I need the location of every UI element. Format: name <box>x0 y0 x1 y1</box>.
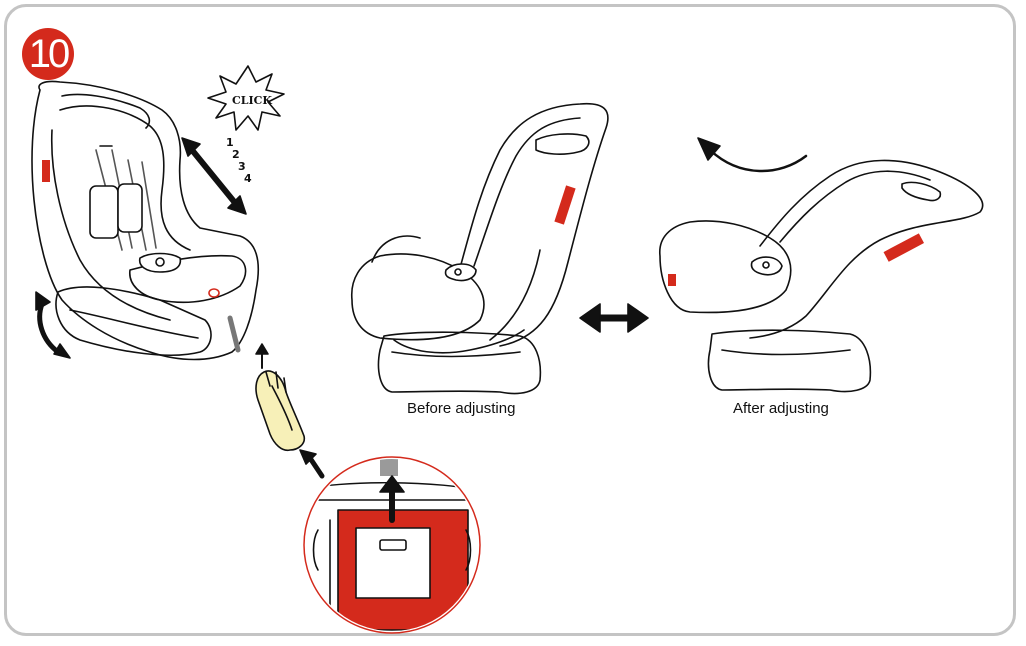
click-starburst-icon: CLICK <box>208 66 284 130</box>
glove-hand-icon <box>256 371 304 450</box>
small-up-arrow-icon <box>256 344 268 368</box>
car-seat-after <box>660 160 983 391</box>
curved-arrow-icon <box>698 138 806 171</box>
rotate-arrow-icon <box>36 292 70 358</box>
caption-after: After adjusting <box>733 400 829 417</box>
caption-before: Before adjusting <box>407 400 515 417</box>
car-seat-before <box>352 104 608 394</box>
car-seat-left <box>32 81 258 359</box>
zoom-circle-icon <box>300 452 486 633</box>
position-4: 4 <box>244 172 252 185</box>
double-arrow-icon <box>580 304 648 332</box>
zoom-arrow-icon <box>300 450 322 476</box>
recline-positions: 1 2 3 4 <box>226 136 252 185</box>
click-label: CLICK <box>232 94 272 107</box>
